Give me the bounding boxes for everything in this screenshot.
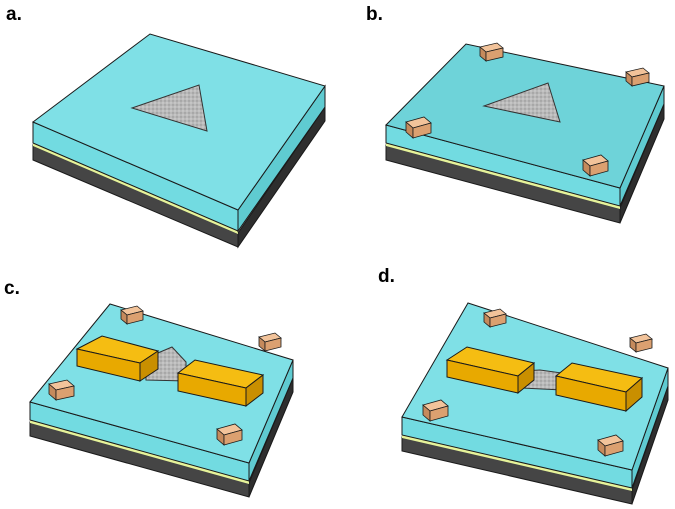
panel-a (32, 33, 326, 249)
alignment-marker (120, 305, 144, 325)
alignment-marker (582, 154, 609, 177)
electrode-left (445, 346, 536, 395)
alignment-marker (405, 116, 432, 139)
alignment-marker (629, 333, 653, 353)
substrate-b (385, 43, 665, 224)
panel-d (401, 302, 669, 505)
triangular-flake (482, 82, 561, 123)
panel-b (385, 42, 665, 224)
thin-film-front (33, 143, 238, 234)
panel-c (29, 303, 294, 498)
alignment-marker (479, 42, 504, 62)
alignment-marker (597, 434, 624, 457)
electrode-left (75, 335, 160, 382)
substrate-a (32, 33, 326, 249)
alignment-marker (625, 67, 650, 87)
alignment-marker (258, 332, 282, 352)
substrate-d (401, 302, 669, 505)
alignment-marker (422, 399, 449, 422)
triangular-flake (130, 84, 208, 132)
alignment-marker (483, 308, 507, 328)
alignment-marker (48, 379, 75, 401)
electrode-right (176, 359, 265, 408)
panel-label-c: c. (4, 278, 20, 299)
panel-label-b: b. (366, 4, 383, 25)
electrode-right (554, 362, 644, 413)
panel-label-d: d. (378, 266, 395, 287)
panel-label-a: a. (6, 4, 22, 25)
alignment-marker (216, 423, 243, 446)
